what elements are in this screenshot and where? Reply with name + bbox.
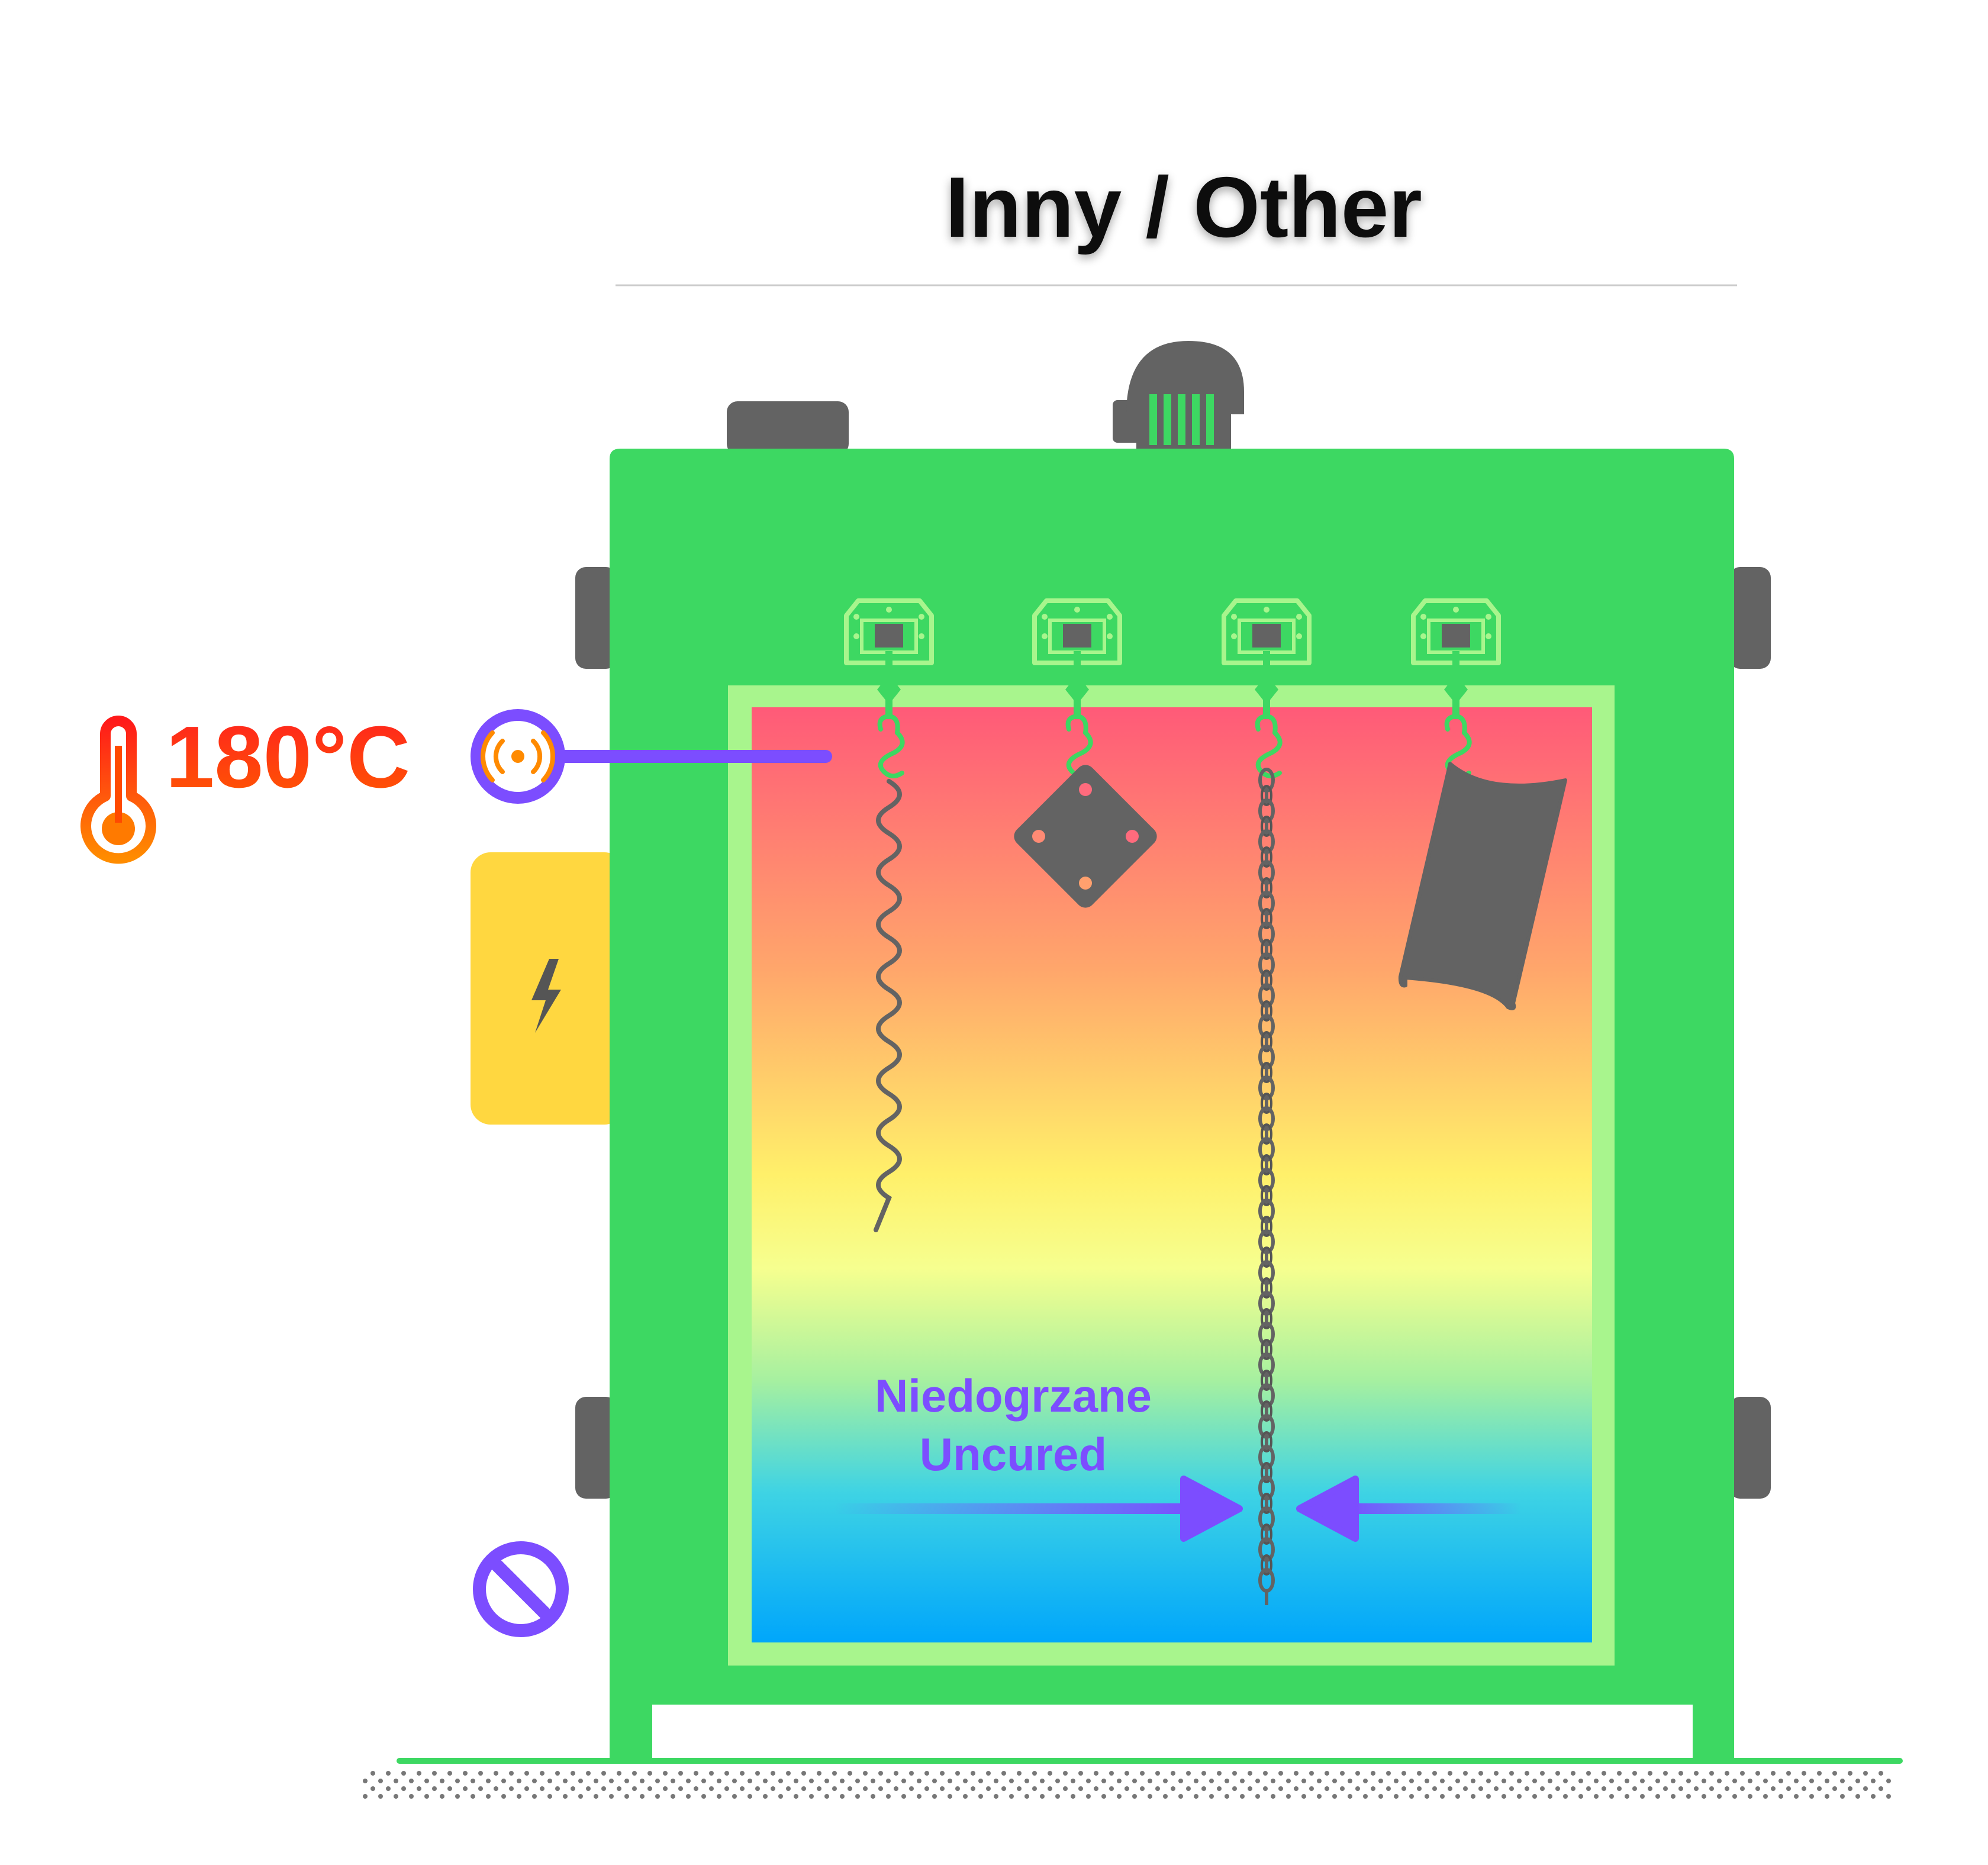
trolley-1 [844, 598, 934, 779]
left-hinge-top [575, 567, 617, 669]
lightning-bolt-icon [531, 959, 561, 1033]
arrow-left-shaft [834, 1503, 1196, 1514]
uncured-annotation: Niedogrzane Uncured [834, 1370, 1521, 1542]
temperature-value: 180°C [166, 708, 410, 806]
arrow-left-head [1180, 1476, 1243, 1542]
floor-dots [362, 1771, 1892, 1800]
exhaust-fan-icon [1113, 341, 1244, 451]
trolley-4 [1411, 598, 1501, 779]
chain-part [1258, 768, 1275, 1605]
uncured-label-line2: Uncured [920, 1428, 1107, 1480]
left-hinge-bottom [575, 1397, 617, 1499]
spring-part [874, 779, 902, 1232]
right-latch-top [1729, 567, 1771, 669]
thermometer-icon [80, 716, 156, 864]
top-port [727, 401, 849, 455]
page-title: Inny / Other [945, 159, 1422, 255]
arrow-right-head [1296, 1476, 1359, 1542]
temperature-sensor [471, 709, 832, 804]
right-latch-bottom [1729, 1397, 1771, 1499]
trolley-3 [1222, 598, 1312, 779]
power-box [471, 852, 624, 1125]
wireless-sensor-icon [481, 730, 555, 782]
conveyor-trolleys [844, 598, 1501, 779]
bent-sheet-part [1398, 762, 1567, 1010]
uncured-label-line1: Niedogrzane [875, 1370, 1152, 1422]
prohibited-icon [473, 1541, 569, 1637]
square-plate-part [1014, 765, 1157, 908]
trolley-2 [1032, 598, 1122, 779]
arrow-right-shaft [1346, 1503, 1521, 1514]
